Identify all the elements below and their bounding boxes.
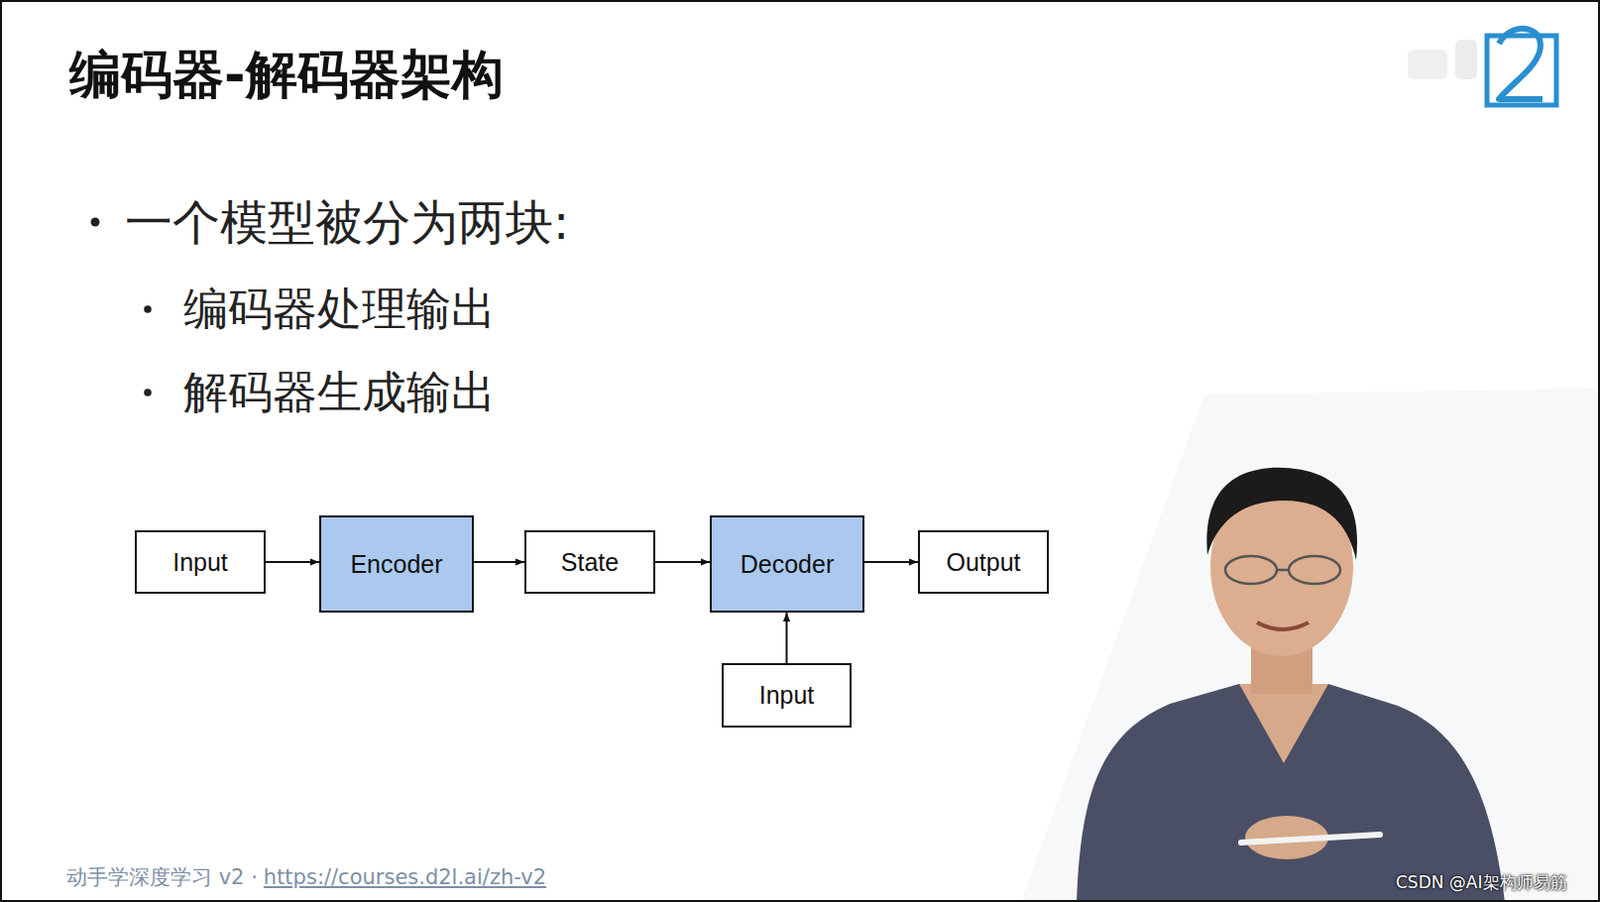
bullet-text: 编码器处理输出 bbox=[183, 281, 496, 338]
input-box: Input bbox=[721, 663, 852, 728]
box-label: Input bbox=[172, 548, 229, 577]
box-label: Input bbox=[759, 681, 815, 710]
input-box: Input bbox=[134, 530, 266, 594]
bullet-dot bbox=[143, 305, 152, 314]
video-logo bbox=[1407, 39, 1478, 80]
flow-arrow bbox=[265, 561, 320, 564]
box-label: Decoder bbox=[740, 550, 835, 579]
bullet-text: 解码器生成输出 bbox=[183, 364, 496, 421]
course-footer: 动手学深度学习 v2 · bbox=[66, 864, 258, 891]
box-label: Output bbox=[945, 548, 1021, 577]
backdrop-panel bbox=[1021, 388, 1600, 902]
course-url: https://courses.d2l.ai/zh-v2 bbox=[263, 864, 547, 891]
bullet-dot bbox=[91, 218, 101, 228]
flow-arrow bbox=[786, 612, 789, 664]
slide-title: 编码器-解码器架构 bbox=[69, 41, 504, 108]
box-label: Encoder bbox=[349, 550, 443, 579]
flow-arrow bbox=[655, 561, 710, 564]
encoder-box: Encoder bbox=[319, 515, 474, 613]
decoder-box: Decoder bbox=[709, 515, 865, 613]
d2l-logo bbox=[1486, 28, 1557, 106]
box-label: State bbox=[561, 548, 619, 577]
state-box: State bbox=[524, 530, 656, 594]
flow-arrow bbox=[473, 561, 525, 564]
presenter-figure bbox=[1076, 467, 1505, 902]
bullet-dot bbox=[143, 388, 152, 397]
flow-arrow bbox=[864, 561, 918, 564]
bullet-text: 一个模型被分为两块: bbox=[124, 192, 570, 252]
output-box: Output bbox=[917, 530, 1049, 594]
watermark: CSDN @AI架构师易筋 bbox=[1395, 871, 1568, 894]
